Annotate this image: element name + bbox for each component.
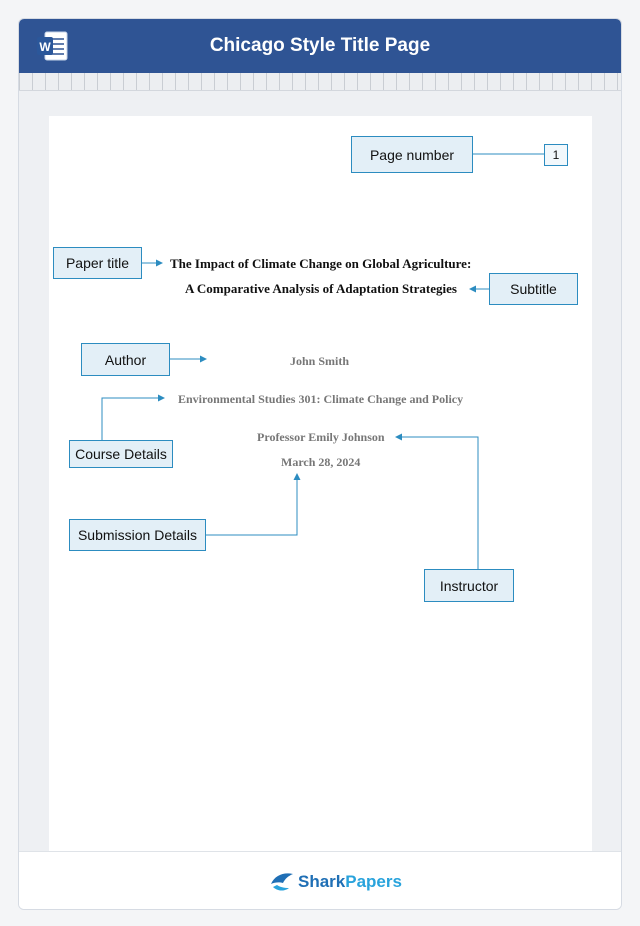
word-icon-letter: W <box>39 40 51 54</box>
label-course-details: Course Details <box>69 440 173 468</box>
shark-papers-logo[interactable]: SharkPapers <box>269 870 402 894</box>
arrow-course-details <box>101 394 165 440</box>
label-page-number: Page number <box>351 136 473 173</box>
label-submission-details: Submission Details <box>69 519 206 551</box>
document-author: John Smith <box>290 354 350 368</box>
label-instructor: Instructor <box>424 569 514 602</box>
page-title: Chicago Style Title Page <box>209 35 431 56</box>
document-instructor: Professor Emily Johnson <box>257 430 385 444</box>
document-subtitle: A Comparative Analysis of Adaptation Str… <box>185 281 457 296</box>
label-author: Author <box>81 343 170 376</box>
label-paper-title: Paper title <box>53 247 142 279</box>
document-date: March 28, 2024 <box>281 455 361 469</box>
document-title: The Impact of Climate Change on Global A… <box>170 256 472 271</box>
document-course: Environmental Studies 301: Climate Chang… <box>178 392 464 406</box>
brand-papers: Papers <box>345 872 402 891</box>
arrow-submission-details <box>206 473 301 536</box>
page-frame: W Chicago Style Title Page SharkPapers <box>18 18 622 910</box>
header-bar: W Chicago Style Title Page <box>19 19 621 73</box>
document-page <box>49 116 592 856</box>
footer: SharkPapers <box>19 851 621 909</box>
word-icon: W <box>37 31 68 61</box>
shark-logo-icon <box>271 873 293 891</box>
page-number-box: 1 <box>544 144 568 166</box>
arrow-instructor <box>395 433 479 569</box>
label-subtitle: Subtitle <box>489 273 578 305</box>
ruler <box>19 73 621 91</box>
brand-shark: Shark <box>298 872 346 891</box>
